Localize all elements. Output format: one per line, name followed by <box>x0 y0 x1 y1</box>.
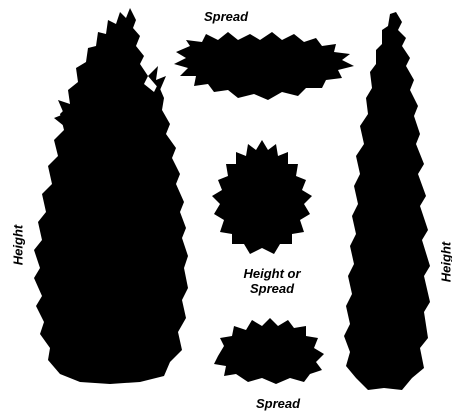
columnar-shrub-silhouette <box>340 10 436 394</box>
mound-shrub-silhouette <box>210 316 328 384</box>
height-label-right: Height <box>439 242 452 282</box>
spreading-shrub-silhouette <box>172 28 356 104</box>
height-or-spread-line1: Height or <box>227 266 317 281</box>
spread-label-top: Spread <box>186 9 266 24</box>
height-or-spread-label: Height or Spread <box>227 266 317 296</box>
pyramidal-shrub-silhouette <box>30 6 190 386</box>
height-or-spread-line2: Spread <box>227 281 317 296</box>
spread-label-bottom: Spread <box>238 396 318 411</box>
globe-shrub-silhouette <box>210 138 314 256</box>
height-label-left: Height <box>11 225 26 265</box>
